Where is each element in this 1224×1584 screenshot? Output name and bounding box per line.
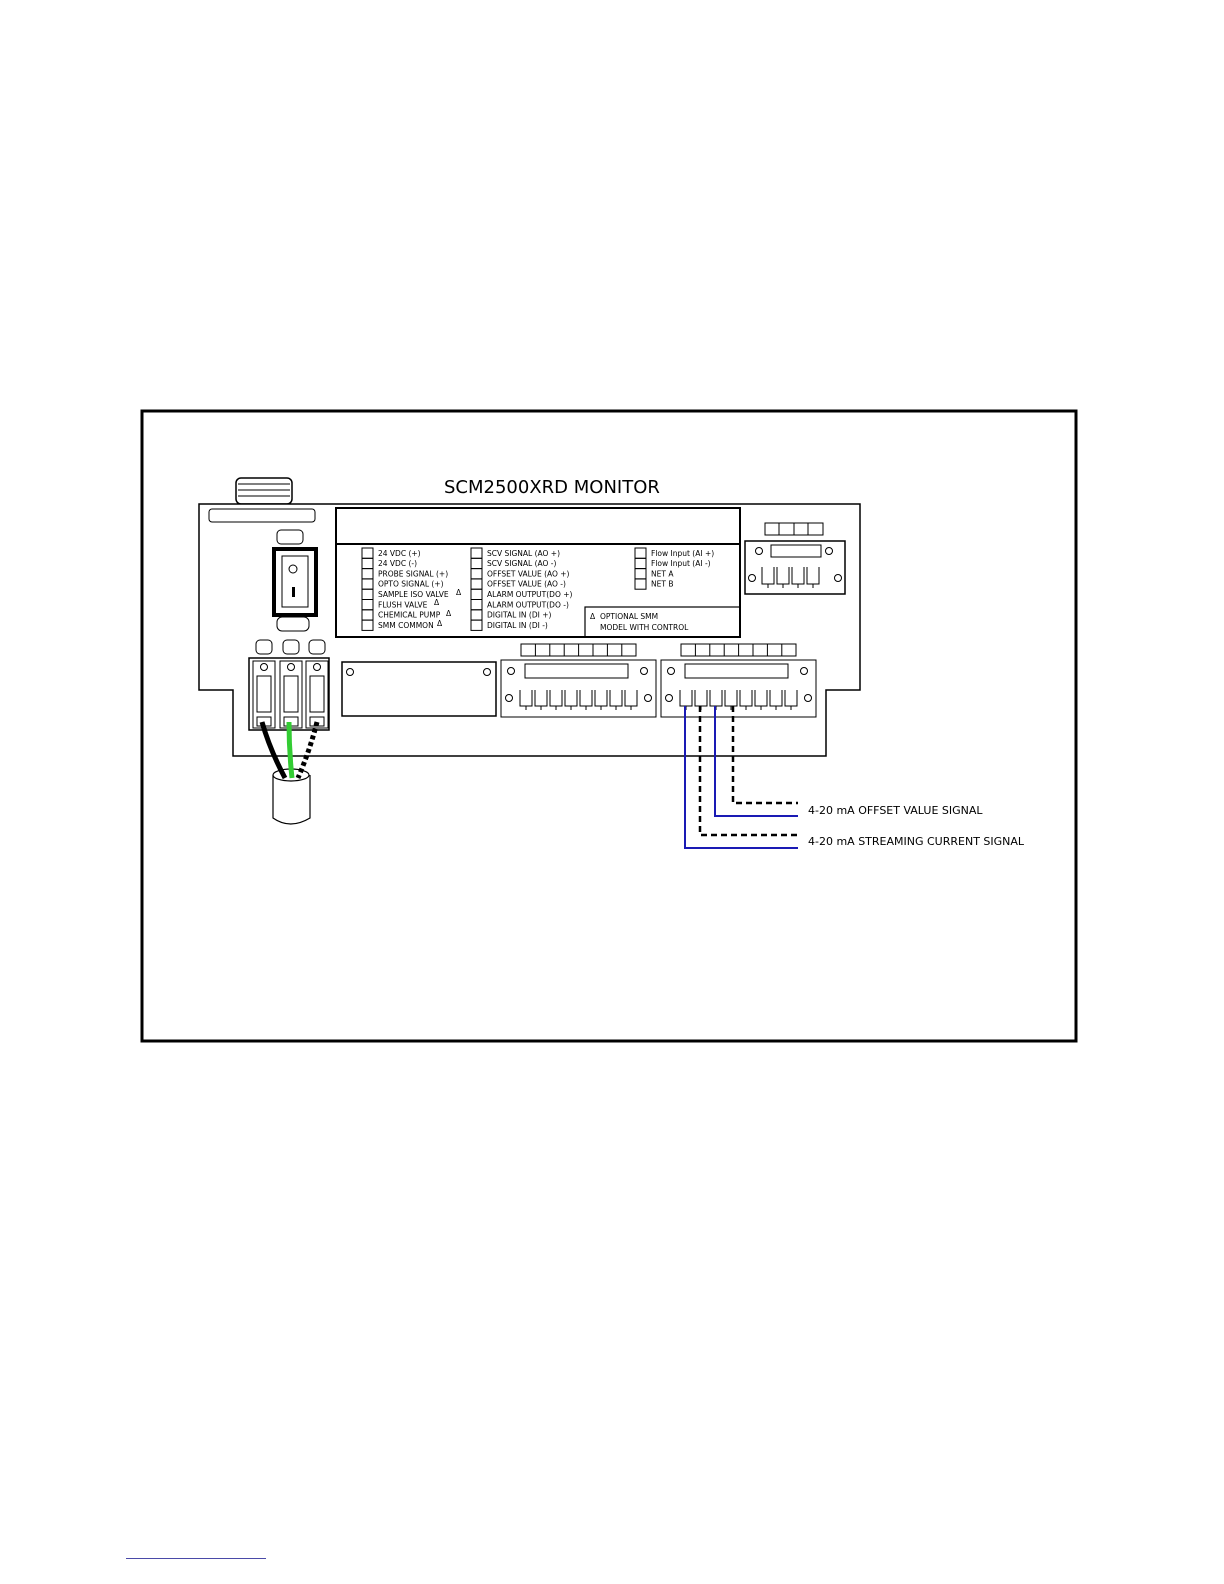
warning-triangle-icon: Δ (434, 598, 440, 607)
col1-terminal-label: FLUSH VALVE (378, 600, 428, 609)
ac-terminal-block (248, 639, 330, 731)
wire-streaming-black (698, 706, 798, 837)
note-line-1: OPTIONAL SMM (600, 612, 658, 621)
col3-terminal-label: NET B (651, 580, 673, 589)
note-marker: Δ (590, 612, 596, 621)
connector-label-strip (684, 663, 789, 679)
col3-terminal-label: Flow Input (AI -) (651, 559, 711, 568)
terminal-column-3: Flow Input (AI +)Flow Input (AI -)NET A N… (634, 547, 714, 590)
power-switch (272, 529, 318, 632)
col2-terminal-label: SCV SIGNAL (AO -) (487, 559, 557, 568)
connector-8pin-middle (500, 643, 657, 718)
terminal-cap (255, 639, 273, 655)
connector-8pin-right (660, 643, 817, 718)
ac-terminal (252, 660, 276, 729)
warning-triangle-icon: Δ (437, 619, 443, 628)
wire-offset-black (731, 706, 798, 805)
ac-terminal-slot (256, 675, 272, 713)
col2-terminal-label: DIGITAL IN (DI -) (487, 621, 548, 630)
signal-wires (684, 706, 798, 849)
col1-terminal-label: 24 VDC (-) (378, 559, 417, 568)
cable-gland (235, 477, 293, 505)
blank-plate (341, 661, 497, 717)
connector-body (660, 659, 817, 718)
screw-icon (505, 694, 513, 702)
screw-icon (804, 694, 812, 702)
col2-terminal-label: ALARM OUTPUT(DO +) (487, 590, 573, 599)
col1-terminal-label: PROBE SIGNAL (+) (378, 569, 448, 578)
ac-terminal (305, 660, 329, 729)
col3-terminal-box (634, 578, 647, 590)
screw-icon (640, 667, 648, 675)
col1-terminal-label: 24 VDC (+) (378, 549, 421, 558)
connector-body (500, 659, 657, 718)
screw-icon (260, 663, 268, 671)
terminal-column-2: SCV SIGNAL (AO +)SCV SIGNAL (AO -)OFFSET… (470, 547, 573, 631)
ac-terminal (279, 660, 303, 729)
streaming-signal-label: 4-20 mA STREAMING CURRENT SIGNAL (808, 835, 1025, 848)
terminal-cap (282, 639, 300, 655)
wire-dashed (295, 721, 320, 779)
switch-off-symbol (288, 564, 298, 574)
screw-icon (287, 663, 295, 671)
col2-terminal-box (470, 619, 483, 631)
ac-terminal-slot (309, 675, 325, 713)
col1-terminal-box (361, 619, 374, 631)
screw-icon (667, 667, 675, 675)
screw-icon (507, 667, 515, 675)
col1-terminal-label: SMM COMMON (378, 621, 434, 630)
col2-terminal-label: OFFSET VALUE (AO -) (487, 580, 566, 589)
col3-terminal-label: Flow Input (AI +) (651, 549, 714, 558)
warning-triangle-icon: Δ (446, 609, 452, 618)
connector-top-right (744, 522, 846, 595)
screw-icon (665, 694, 673, 702)
col1-terminal-label: CHEMICAL PUMP (378, 611, 441, 620)
screw-icon (644, 694, 652, 702)
offset-signal-label: 4-20 mA OFFSET VALUE SIGNAL (808, 804, 983, 817)
diagram-frame (140, 409, 1078, 1043)
note-box (584, 606, 741, 638)
col1-terminal-label: SAMPLE ISO VALVE (378, 590, 449, 599)
screw-icon (800, 667, 808, 675)
wire-green (286, 721, 295, 779)
label-slot (208, 508, 316, 523)
switch-on-symbol (292, 587, 295, 597)
terminal-label-panel (335, 507, 741, 638)
col1-terminal-label: OPTO SIGNAL (+) (378, 580, 444, 589)
col2-terminal-label: SCV SIGNAL (AO +) (487, 549, 560, 558)
wire-offset-blue (714, 706, 798, 817)
wire-black (259, 721, 288, 780)
col2-terminal-label: DIGITAL IN (DI +) (487, 611, 551, 620)
note-line-2: MODEL WITH CONTROL (600, 623, 689, 632)
col3-terminal-label: NET A (651, 569, 674, 578)
warning-triangle-icon: Δ (456, 588, 462, 597)
col2-terminal-label: OFFSET VALUE (AO +) (487, 569, 570, 578)
power-cable (259, 721, 320, 825)
screw-icon (313, 663, 321, 671)
wire-streaming-blue (684, 706, 798, 849)
ac-terminal-slot (283, 675, 299, 713)
terminal-cap (308, 639, 326, 655)
terminal-column-1: 24 VDC (+)24 VDC (-)PROBE SIGNAL (+) OPTO… (361, 547, 462, 631)
connector-label-strip (524, 663, 629, 679)
col2-terminal-label: ALARM OUTPUT(DO -) (487, 600, 569, 609)
monitor-title: SCM2500XRD MONITOR (444, 477, 660, 498)
footer-rule (126, 1558, 266, 1559)
